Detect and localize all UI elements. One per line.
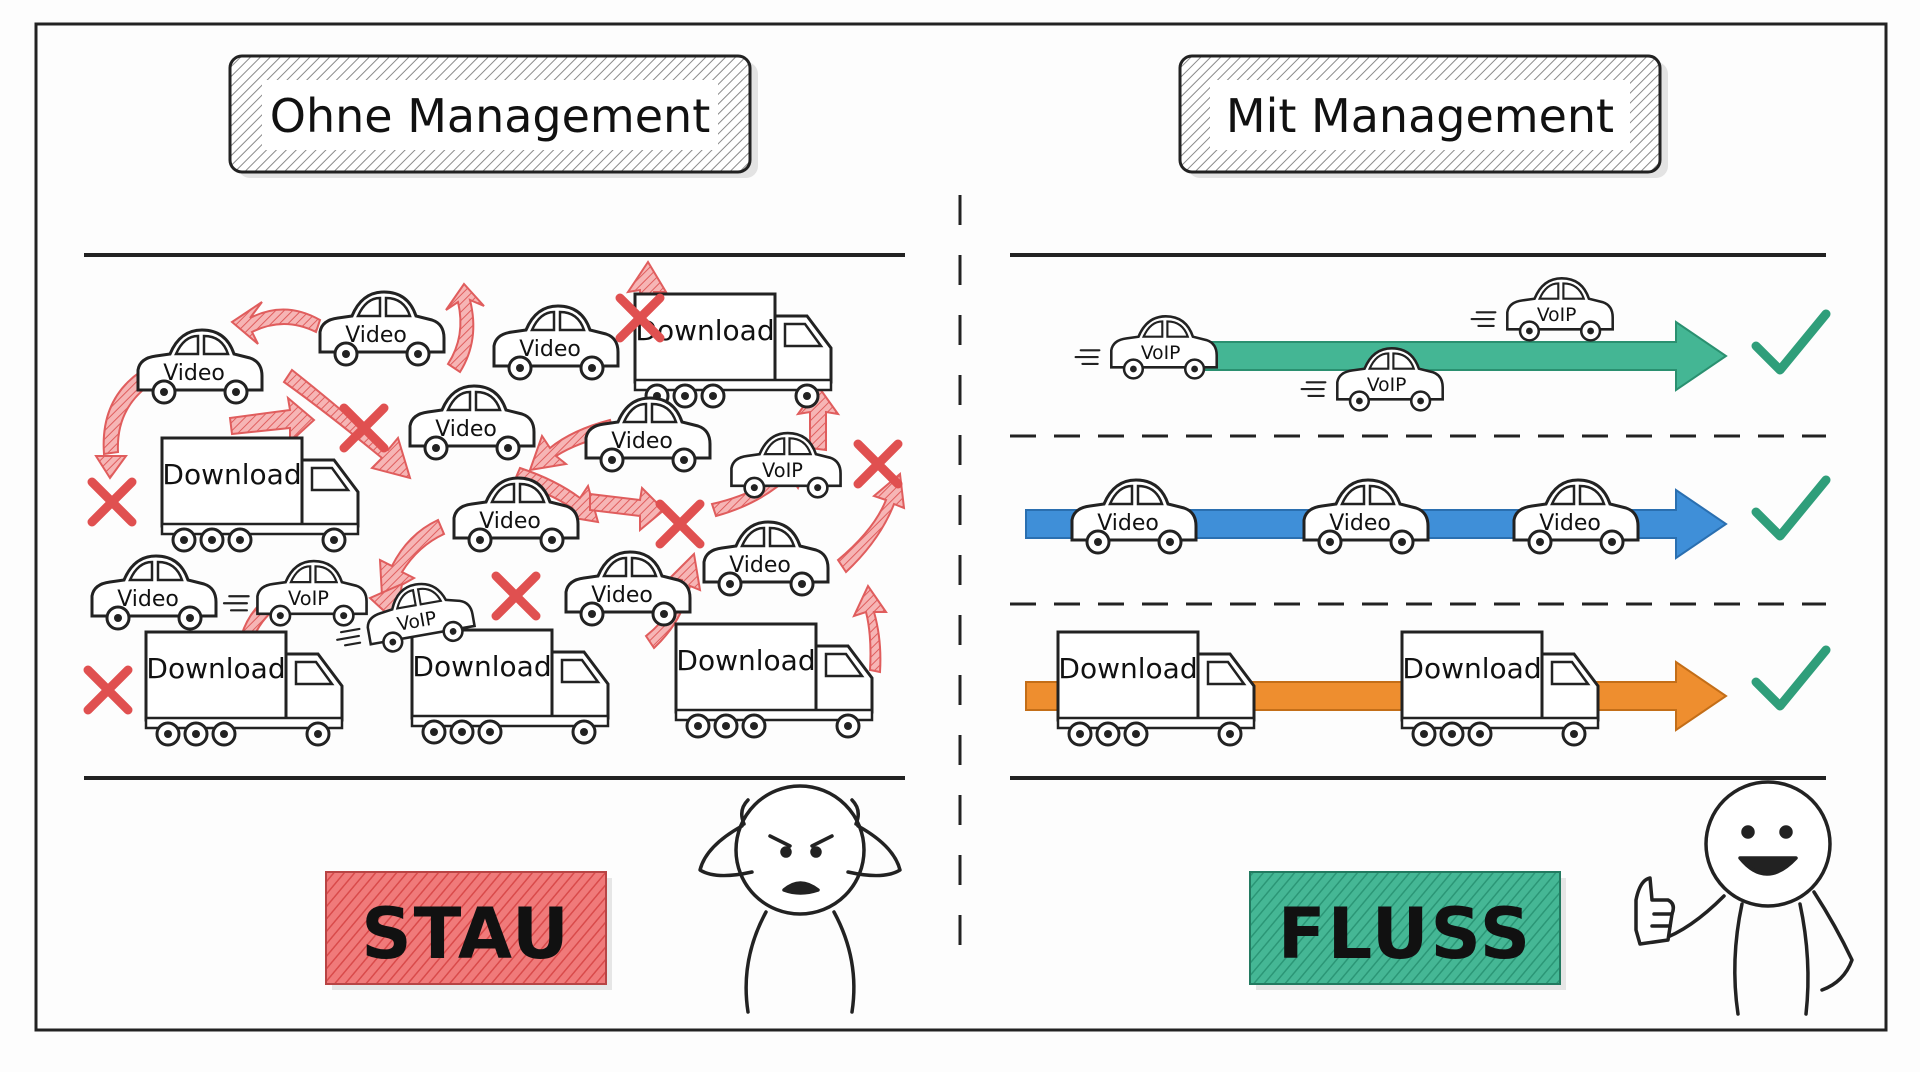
chaos-arrow <box>282 368 412 480</box>
truck: Download <box>1400 630 1600 747</box>
truck-label: Download <box>1402 652 1541 685</box>
car: VoIP <box>1074 315 1218 380</box>
car: VoIP <box>730 431 842 499</box>
car: VoIP <box>1300 347 1444 412</box>
red-x-mark <box>88 670 128 710</box>
chaos-arrow <box>836 472 906 574</box>
right-panel: Mit Management VoIP VoIP VoIP <box>1010 54 1854 1016</box>
car: Video <box>1070 478 1198 555</box>
truck-label: Download <box>676 644 815 677</box>
red-x-mark <box>858 444 898 484</box>
car: Video <box>318 290 446 367</box>
truck-label: Download <box>412 650 551 683</box>
car-label: Video <box>729 553 791 578</box>
car-label: Video <box>163 361 225 386</box>
lane-arrow-voip <box>1199 320 1728 392</box>
chaos-arrow <box>230 301 322 345</box>
left-panel: Ohne Management Down <box>84 54 906 1014</box>
car-label: Video <box>117 587 179 612</box>
car-label: Video <box>611 429 673 454</box>
frustrated-person-icon <box>698 784 902 1014</box>
car-label: Video <box>1097 511 1159 536</box>
car: Video <box>90 554 218 631</box>
truck: Download <box>410 628 610 745</box>
truck-label: Download <box>1058 652 1197 685</box>
car: Video <box>492 304 620 381</box>
car-label: VoIP <box>1367 375 1407 396</box>
left-title-box: Ohne Management <box>228 54 758 178</box>
lane-video: Video Video Video <box>1025 478 1826 560</box>
outer-frame <box>34 22 1888 1032</box>
happy-person-icon <box>1634 780 1854 1016</box>
car-label: Video <box>519 337 581 362</box>
car: Video <box>564 550 692 627</box>
car: Video <box>136 328 264 405</box>
car-label: VoIP <box>288 587 329 610</box>
car-label: VoIP <box>762 459 803 482</box>
truck-label: Download <box>146 652 285 685</box>
car: VoIP <box>222 559 368 627</box>
fluss-badge: FLUSS <box>1249 871 1566 990</box>
car: Video <box>584 396 712 473</box>
checkmark-icon <box>1756 314 1826 370</box>
truck: Download <box>160 436 360 553</box>
lane-voip: VoIP VoIP VoIP <box>1074 277 1826 412</box>
chaos-arrow <box>589 485 666 533</box>
car-label: Video <box>591 583 653 608</box>
chaos-arrow <box>852 583 888 674</box>
car: Video <box>408 384 536 461</box>
right-title: Mit Management <box>1226 89 1614 143</box>
red-x-mark <box>92 482 132 522</box>
red-x-mark <box>496 576 536 616</box>
car: Video <box>1302 478 1430 555</box>
chaos-arrow <box>445 282 485 374</box>
right-title-box: Mit Management <box>1178 54 1668 178</box>
car: VoIP <box>1470 277 1614 342</box>
car: Video <box>702 520 830 597</box>
chaos-arrow <box>94 370 150 480</box>
checkmark-icon <box>1756 480 1826 536</box>
chaos-arrow <box>228 395 316 445</box>
checkmark-icon <box>1756 650 1826 706</box>
truck: Download <box>633 292 833 409</box>
stau-label: STAU <box>361 893 571 975</box>
left-title: Ohne Management <box>270 89 710 143</box>
car: VoIP <box>334 574 478 657</box>
car-label: Video <box>1539 511 1601 536</box>
truck: Download <box>674 622 874 739</box>
car-label: Video <box>1329 511 1391 536</box>
car: Video <box>1512 478 1640 555</box>
truck-label: Download <box>162 458 301 491</box>
truck: Download <box>1056 630 1256 747</box>
car-label: Video <box>345 323 407 348</box>
lane-download: Download Download <box>1025 630 1826 747</box>
car-label: VoIP <box>1537 305 1577 326</box>
truck: Download <box>144 630 344 747</box>
red-x-mark <box>660 504 700 544</box>
fluss-label: FLUSS <box>1278 893 1532 975</box>
car-label: VoIP <box>1141 343 1181 364</box>
stau-badge: STAU <box>325 871 612 990</box>
car: Video <box>452 476 580 553</box>
car-label: Video <box>435 417 497 442</box>
car-label: Video <box>479 509 541 534</box>
